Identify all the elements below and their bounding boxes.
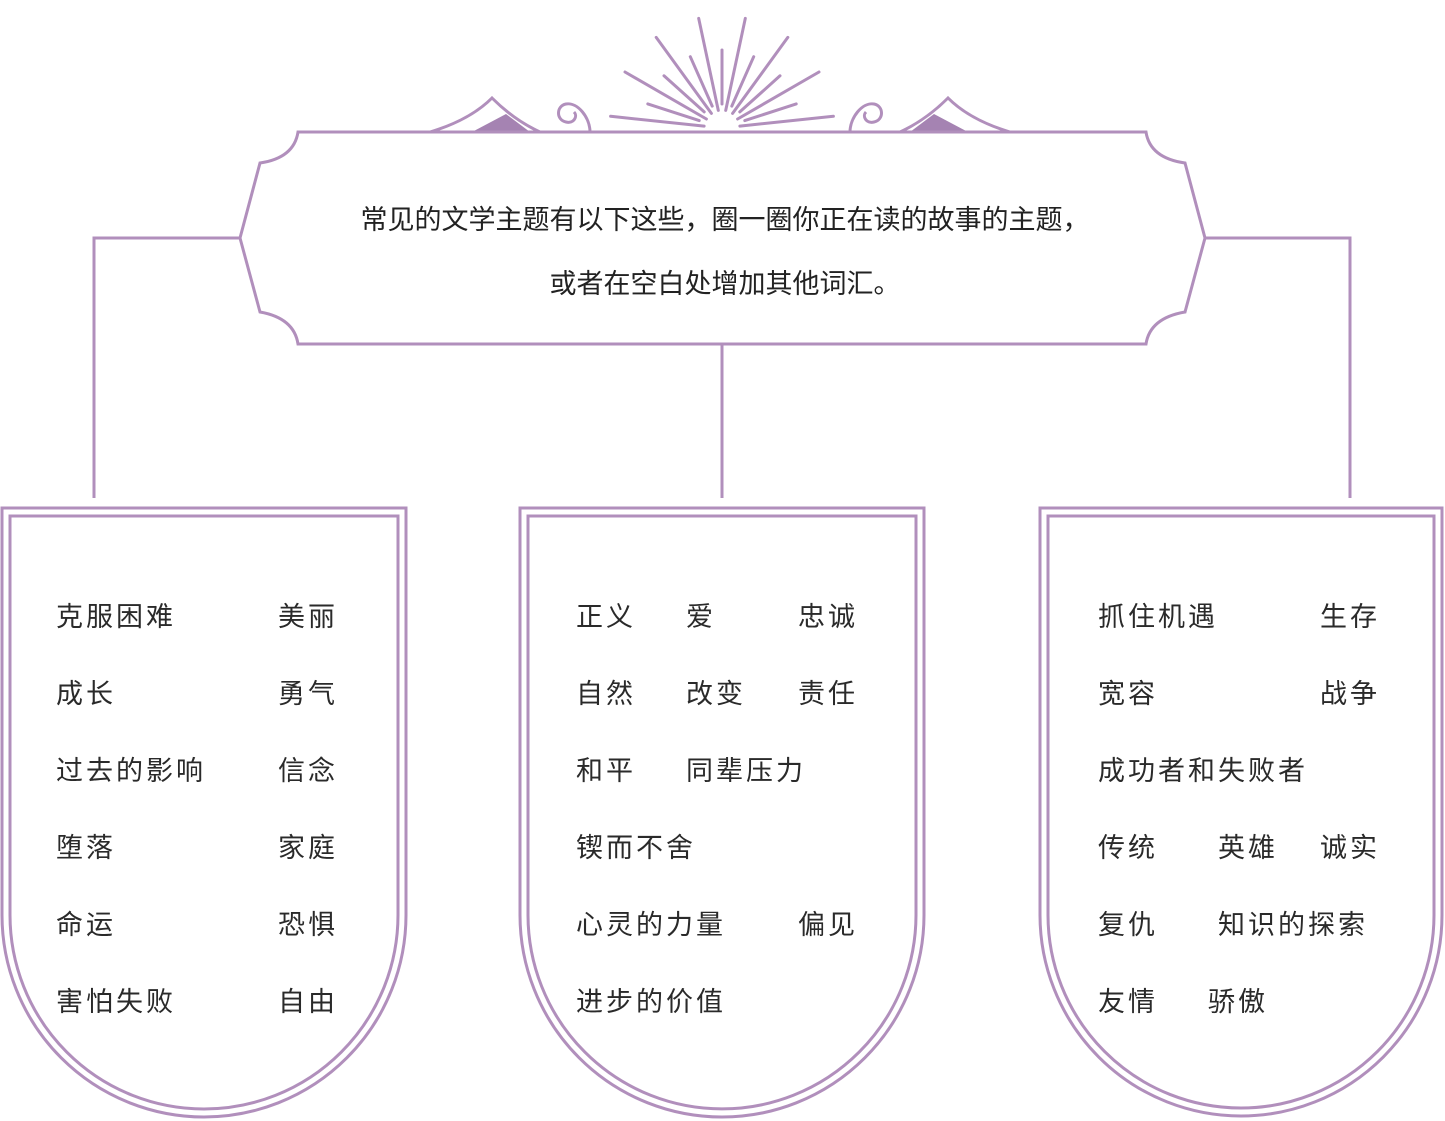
- theme-word[interactable]: 偏见: [798, 910, 858, 941]
- theme-word[interactable]: 改变: [686, 679, 746, 710]
- sunburst-ray: [623, 70, 708, 121]
- theme-word[interactable]: 勇气: [278, 679, 338, 710]
- sunburst-ray: [738, 114, 835, 128]
- title-plaque: [238, 130, 1207, 346]
- theme-word[interactable]: 同辈压力: [686, 756, 806, 787]
- theme-word[interactable]: 信念: [278, 756, 338, 787]
- sunburst-ornament: [609, 16, 835, 128]
- intro-text-line-2: 或者在空白处增加其他词汇。: [549, 269, 901, 300]
- connector-lines: [92, 236, 1352, 498]
- theme-word[interactable]: 诚实: [1320, 833, 1380, 864]
- sunburst-ray: [730, 55, 756, 108]
- theme-word[interactable]: 英雄: [1218, 833, 1278, 864]
- sunburst-ray: [736, 70, 821, 121]
- sunburst-ray: [662, 74, 706, 114]
- theme-card-left: [0, 506, 408, 1119]
- theme-word[interactable]: 美丽: [278, 602, 338, 633]
- intro-text-line-1: 常见的文学主题有以下这些，圈一圈你正在读的故事的主题，: [360, 205, 1090, 236]
- sunburst-ray: [724, 16, 747, 112]
- theme-word[interactable]: 忠诚: [798, 602, 858, 633]
- theme-word[interactable]: 自然: [576, 679, 636, 710]
- theme-word[interactable]: 骄傲: [1208, 987, 1268, 1018]
- theme-word[interactable]: 过去的影响: [56, 756, 206, 787]
- theme-word[interactable]: 害怕失败: [56, 987, 176, 1018]
- theme-word[interactable]: 友情: [1098, 987, 1158, 1018]
- sunburst-ray: [731, 35, 790, 115]
- theme-word[interactable]: 进步的价值: [576, 987, 726, 1018]
- theme-word[interactable]: 成功者和失败者: [1098, 756, 1308, 787]
- theme-word[interactable]: 生存: [1320, 602, 1380, 633]
- theme-word[interactable]: 正义: [576, 602, 636, 633]
- theme-word[interactable]: 家庭: [278, 833, 338, 864]
- theme-word[interactable]: 传统: [1098, 833, 1158, 864]
- sunburst-ray: [646, 102, 701, 123]
- theme-word[interactable]: 自由: [278, 987, 338, 1018]
- theme-card-middle: [518, 506, 926, 1119]
- theme-word[interactable]: 和平: [576, 756, 636, 787]
- theme-word[interactable]: 宽容: [1098, 679, 1158, 710]
- theme-word[interactable]: 命运: [56, 910, 116, 941]
- sunburst-ray: [738, 74, 782, 114]
- sunburst-ray: [609, 114, 706, 128]
- sunburst-ray: [697, 16, 720, 112]
- theme-word[interactable]: 成长: [56, 679, 116, 710]
- theme-word[interactable]: 知识的探索: [1218, 910, 1368, 941]
- theme-word[interactable]: 恐惧: [278, 910, 338, 941]
- sunburst-ray: [654, 35, 713, 115]
- theme-word[interactable]: 抓住机遇: [1098, 602, 1218, 633]
- sunburst-ray: [743, 102, 798, 123]
- theme-word[interactable]: 战争: [1320, 679, 1380, 710]
- theme-word[interactable]: 责任: [798, 679, 858, 710]
- theme-word[interactable]: 堕落: [56, 833, 116, 864]
- theme-word[interactable]: 锲而不舍: [576, 833, 696, 864]
- theme-word[interactable]: 心灵的力量: [576, 910, 726, 941]
- theme-card-right: [1038, 506, 1444, 1118]
- theme-word[interactable]: 爱: [686, 602, 716, 633]
- sunburst-ray: [688, 55, 714, 108]
- theme-word[interactable]: 克服困难: [56, 602, 176, 633]
- theme-word[interactable]: 复仇: [1098, 910, 1158, 941]
